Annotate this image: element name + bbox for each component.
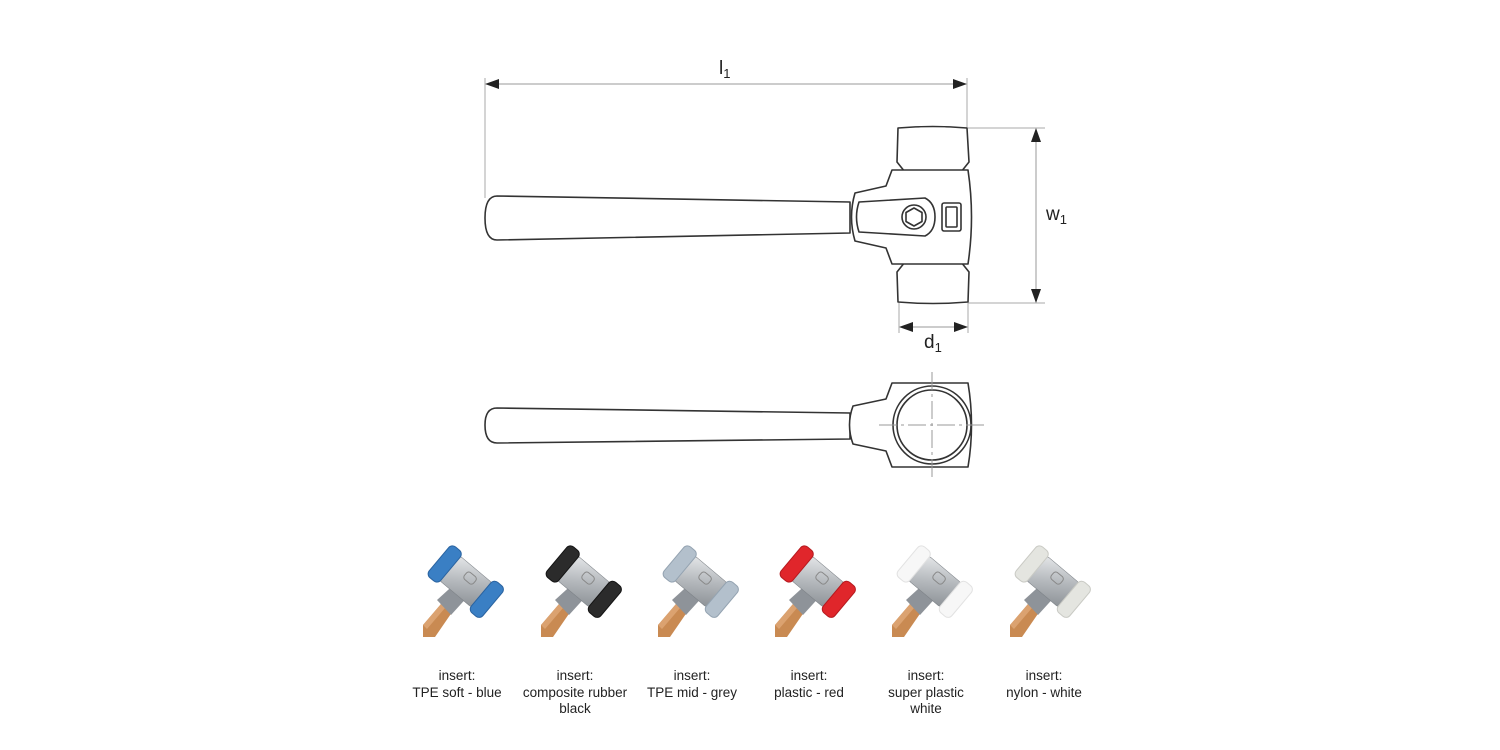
top-face <box>896 125 970 173</box>
hammer-thumbnail <box>775 545 856 637</box>
caption-line: plastic - red <box>774 684 844 700</box>
hammer-thumbnail <box>1010 545 1091 637</box>
bottom-face <box>896 261 970 305</box>
hammer-thumbnail <box>892 545 973 637</box>
variant-3 <box>749 545 869 637</box>
caption-line: black <box>559 701 591 716</box>
caption-line: super plastic <box>888 684 964 700</box>
variant-caption: insert:TPE mid - grey <box>627 668 757 701</box>
variant-2 <box>632 545 752 637</box>
caption-line: TPE soft - blue <box>412 684 502 700</box>
variant-caption: insert:nylon - white <box>979 668 1109 701</box>
caption-line: insert: <box>790 668 828 683</box>
variant-1 <box>515 545 635 637</box>
length-dimension <box>484 78 968 198</box>
caption-line: insert: <box>1025 668 1063 683</box>
caption-line: white <box>910 701 942 716</box>
length-label: l1 <box>719 58 731 81</box>
hammer-thumbnail <box>541 545 622 637</box>
variant-caption: insert:plastic - red <box>744 668 874 701</box>
hammer-thumbnail <box>423 545 504 637</box>
caption-line: insert: <box>556 668 594 683</box>
handle <box>484 195 851 241</box>
caption-line: insert: <box>438 668 476 683</box>
hammer-thumbnail <box>658 545 739 637</box>
variant-5 <box>984 545 1104 637</box>
width-dimension <box>968 127 1045 304</box>
variant-0 <box>397 545 517 637</box>
variant-4 <box>866 545 986 637</box>
diameter-dimension <box>898 303 969 333</box>
variant-caption: insert:TPE soft - blue <box>392 668 522 701</box>
caption-line: TPE mid - grey <box>646 684 738 700</box>
hammer-side-view <box>484 125 973 305</box>
diameter-label: d1 <box>924 332 942 355</box>
hammer-top-view <box>484 372 985 478</box>
caption-line: insert: <box>673 668 711 683</box>
caption-line: insert: <box>907 668 945 683</box>
handle <box>484 407 851 444</box>
caption-line: composite rubber <box>522 684 628 700</box>
caption-line: nylon - white <box>1006 684 1082 700</box>
width-label: w1 <box>1046 204 1067 227</box>
